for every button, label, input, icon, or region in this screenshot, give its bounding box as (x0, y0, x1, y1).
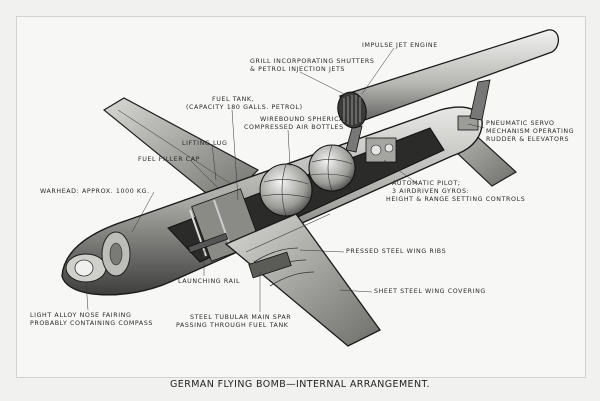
label-nose-2: PROBABLY CONTAINING COMPASS (30, 320, 154, 327)
label-spar-1: STEEL TUBULAR MAIN SPAR (190, 314, 292, 321)
lower-wing (224, 213, 381, 347)
label-wirebound-2: COMPRESSED AIR BOTTLES (244, 124, 344, 131)
air-bottle-2 (308, 144, 356, 192)
label-fuel-filler-cap: FUEL FILLER CAP (138, 156, 201, 163)
servo-mechanism (457, 115, 479, 131)
air-bottle-1 (259, 163, 313, 217)
label-lifting-lug: LIFTING LUG (182, 140, 228, 147)
label-nose-1: LIGHT ALLOY NOSE FAIRING (30, 312, 132, 319)
label-impulse-jet-engine: IMPULSE JET ENGINE (362, 42, 438, 49)
label-grill-1: GRILL INCORPORATING SHUTTERS (250, 58, 375, 65)
label-wirebound-1: WIREBOUND SPHERICAL (260, 116, 349, 123)
label-pneumatic-1: PNEUMATIC SERVO (486, 120, 555, 127)
label-pneumatic-2: MECHANISM OPERATING (486, 128, 575, 135)
launching-rail (187, 232, 229, 254)
label-fuel-tank-2: (CAPACITY 180 GALLS. PETROL) (186, 104, 303, 111)
label-autopilot-3: HEIGHT & RANGE SETTING CONTROLS (386, 196, 526, 203)
label-autopilot-1: AUTOMATIC PILOT; (392, 180, 461, 187)
diagram-caption: GERMAN FLYING BOMB—INTERNAL ARRANGEMENT. (170, 379, 430, 390)
label-spar-2: PASSING THROUGH FUEL TANK (176, 322, 289, 329)
leader-lines (85, 47, 485, 312)
label-launching-rail: LAUNCHING RAIL (178, 278, 241, 285)
upper-wing (102, 97, 259, 207)
jet-engine (339, 29, 559, 127)
label-pressed-steel-ribs: PRESSED STEEL WING RIBS (346, 248, 447, 255)
label-sheet-steel-covering: SHEET STEEL WING COVERING (374, 288, 486, 295)
label-pneumatic-3: RUDDER & ELEVATORS (486, 136, 570, 143)
label-grill-2: & PETROL INJECTION JETS (250, 66, 346, 73)
label-fuel-tank-1: FUEL TANK, (212, 96, 255, 103)
label-warhead: WARHEAD: APPROX. 1000 KG. (40, 188, 150, 195)
label-autopilot-2: 3 AIRDRIVEN GYROS: (392, 188, 470, 195)
